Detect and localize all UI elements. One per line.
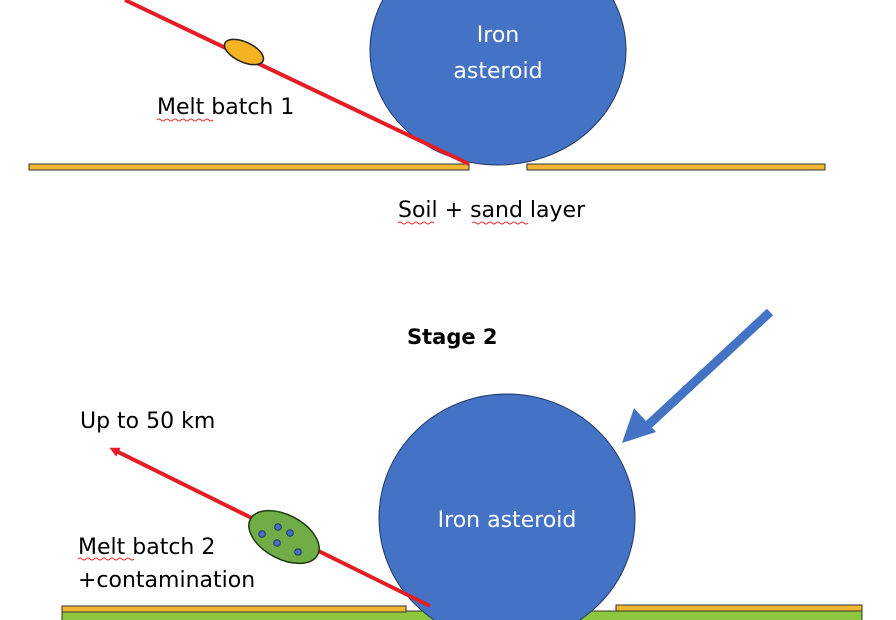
- asteroid-2-label: Iron asteroid: [438, 508, 577, 533]
- stage-2-title: Stage 2: [407, 325, 498, 349]
- melt-batch-1-label: Melt batch 1: [157, 95, 294, 120]
- melt-batch-2-blob: [248, 509, 320, 565]
- melt-batch-2-label-line2: +contamination: [78, 568, 255, 593]
- melt-trajectory-1: [124, 0, 470, 166]
- contamination-inclusion: [274, 523, 282, 531]
- spellcheck-underline: [397, 221, 435, 225]
- spellcheck-underline: [471, 221, 529, 225]
- soil-layer-left: [28, 163, 470, 171]
- altitude-label: Up to 50 km: [80, 409, 215, 434]
- soil-layer-left-2: [61, 605, 407, 613]
- melt-batch-2-label-line1: Melt batch 2: [78, 535, 215, 560]
- stage-1: Iron asteroid Melt batch 1 Soil + sand l…: [28, 0, 826, 225]
- impact-direction-arrow: [622, 308, 774, 443]
- spellcheck-underline: [77, 557, 135, 561]
- contamination-inclusion: [294, 548, 302, 556]
- spellcheck-underline: [156, 118, 214, 122]
- asteroid-1-label-line2: asteroid: [453, 59, 542, 84]
- contamination-inclusion: [286, 529, 294, 537]
- soil-sand-layer-label: Soil + sand layer: [398, 198, 586, 223]
- asteroid-1-label-line1: Iron: [477, 23, 519, 48]
- contamination-inclusion: [273, 539, 281, 547]
- iron-asteroid-1: [369, 0, 627, 166]
- soil-layer-right: [526, 163, 826, 171]
- iron-asteroid-2: [378, 393, 636, 620]
- melt-batch-1-blob: [223, 38, 265, 66]
- stage-2: Stage 2 Up to 50 km Iron asteroid Melt b…: [61, 308, 863, 620]
- soil-layer-right-2: [615, 604, 863, 612]
- contamination-inclusion: [258, 530, 266, 538]
